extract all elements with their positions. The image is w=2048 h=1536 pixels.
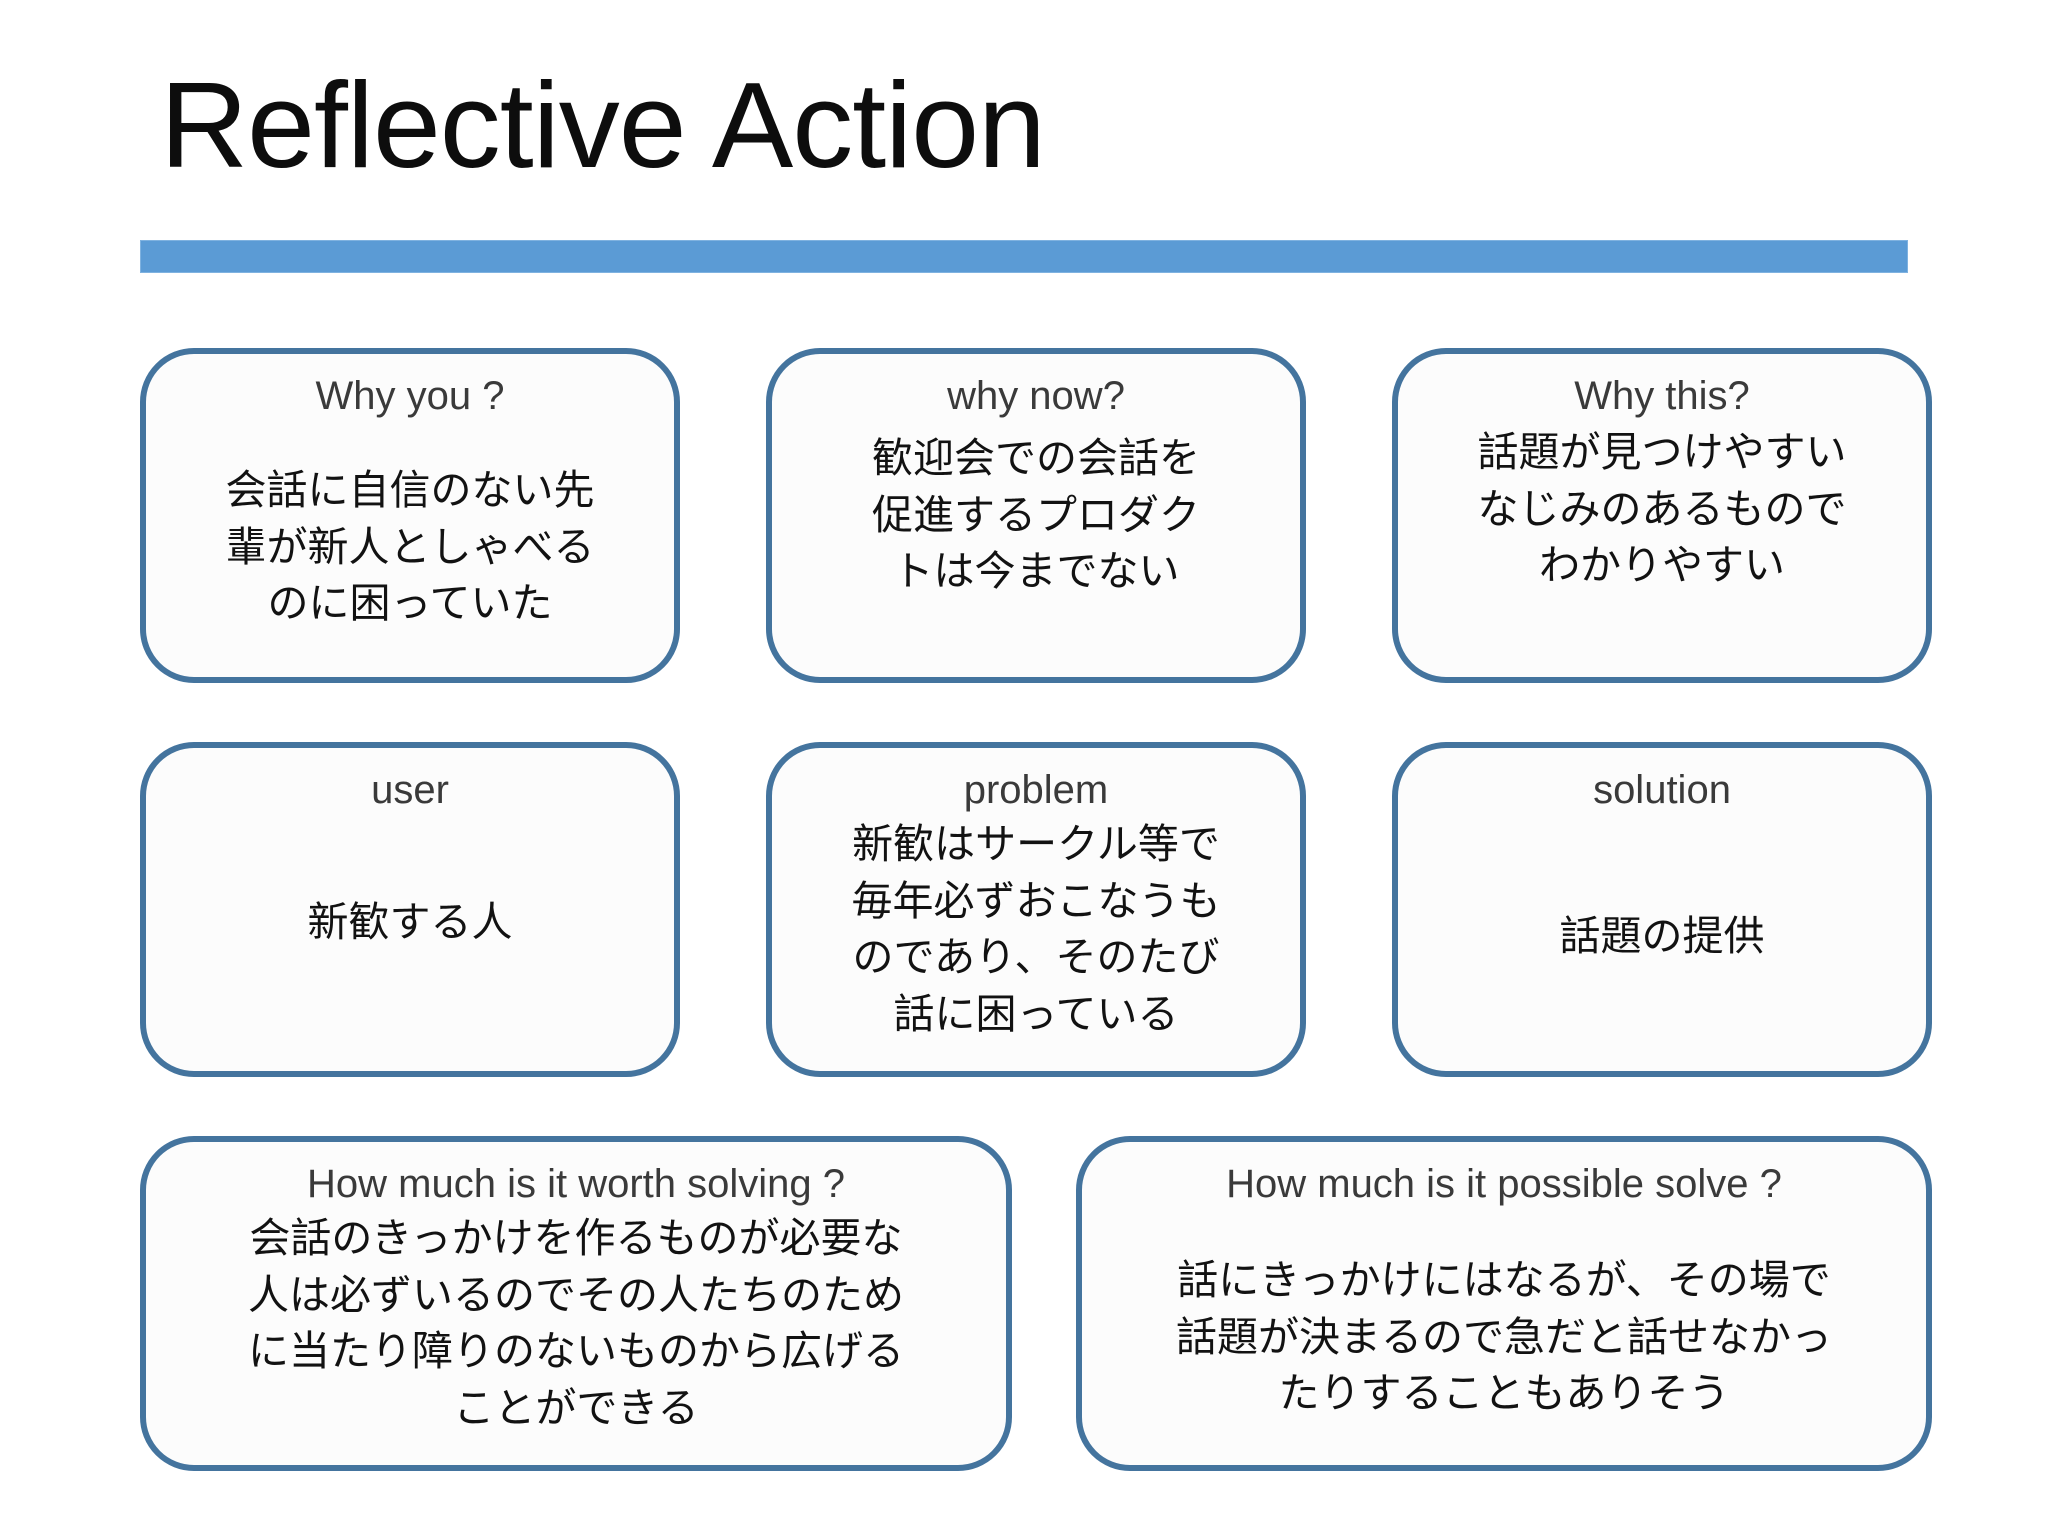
card-body: 新歓はサークル等で 毎年必ずおこなうも のであり、そのたび 話に困っている [851,821,1221,1037]
card-worth-solving: How much is it worth solving ? 会話のきっかけを作… [140,1136,1012,1471]
card-body: 新歓する人 [307,899,513,945]
card-user: user 新歓する人 [140,742,680,1077]
card-possible-solve: How much is it possible solve ? 話にきっかけには… [1076,1136,1932,1471]
card-body: 歓迎会での会話を 促進するプロダク トは今までない [872,435,1200,595]
card-why-this: Why this? 話題が見つけやすい なじみのあるもので わかりやすい [1392,348,1932,683]
card-why-you: Why you ? 会話に自信のない先 輩が新人としゃべる のに困っていた [140,348,680,683]
page-title: Reflective Action [160,57,1046,193]
card-body: 話題が見つけやすい なじみのあるもので わかりやすい [1477,429,1847,589]
card-why-now: why now? 歓迎会での会話を 促進するプロダク トは今までない [766,348,1306,683]
card-body: 話題の提供 [1559,913,1765,959]
card-body: 話にきっかけにはなるが、その場で 話題が決まるので急だと話せなかっ たりすること… [1176,1257,1832,1417]
card-body: 会話に自信のない先 輩が新人としゃべる のに困っていた [225,467,595,627]
card-heading: why now? [947,374,1125,418]
card-heading: How much is it possible solve ? [1226,1162,1782,1206]
card-body: 会話のきっかけを作るものが必要な 人は必ずいるのでその人たちのため に当たり障り… [248,1215,904,1431]
card-solution: solution 話題の提供 [1392,742,1932,1077]
card-heading: user [371,768,449,812]
card-heading: problem [963,768,1109,812]
card-heading: How much is it worth solving ? [307,1162,845,1206]
card-heading: Why you ? [315,374,505,418]
card-heading: solution [1593,768,1731,812]
title-accent-bar [140,240,1908,273]
card-heading: Why this? [1574,374,1750,418]
card-problem: problem 新歓はサークル等で 毎年必ずおこなうも のであり、そのたび 話に… [766,742,1306,1077]
